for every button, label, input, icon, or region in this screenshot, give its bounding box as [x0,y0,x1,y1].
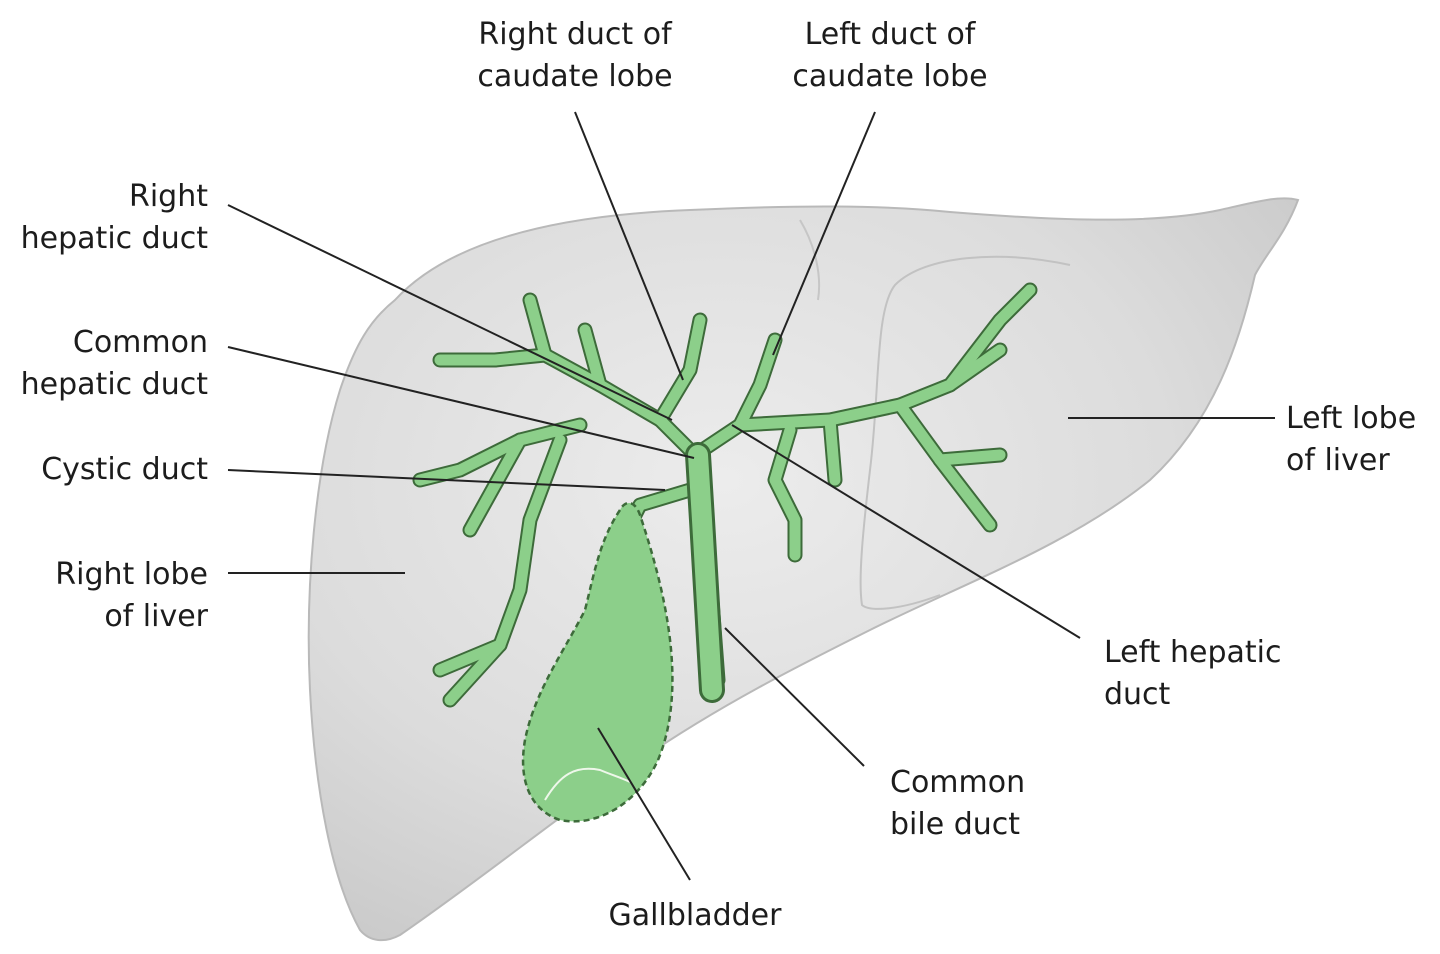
label-line: Right lobe [55,557,208,592]
label-line: Right [129,179,208,214]
label-line: duct [1104,677,1171,712]
label-line: Left hepatic [1104,635,1282,670]
label-line: of liver [1286,443,1390,478]
label-common-bile-duct: Common bile duct [890,762,1090,846]
label-left-duct-caudate: Left duct of caudate lobe [775,14,1005,98]
label-line: caudate lobe [792,59,988,94]
label-line: of liver [104,599,208,634]
label-right-lobe: Right lobe of liver [0,554,208,638]
gallbladder-fundus-highlight [544,767,631,801]
label-line: Cystic duct [41,452,208,487]
label-line: bile duct [890,807,1021,842]
label-line: Common [890,765,1026,800]
liver-outline [307,197,1300,942]
leader-lines [227,111,1275,881]
label-right-hepatic-duct: Right hepatic duct [0,176,208,260]
label-line: caudate lobe [477,59,673,94]
label-line: Left duct of [804,17,976,52]
label-left-lobe: Left lobe of liver [1286,398,1436,482]
label-line: Left lobe [1286,401,1417,436]
label-line: hepatic duct [20,367,208,402]
label-line: Right duct of [478,17,672,52]
label-gallbladder: Gallbladder [590,895,800,937]
label-line: hepatic duct [20,221,208,256]
label-left-hepatic-duct: Left hepatic duct [1104,632,1334,716]
lobe-boundary [859,255,1071,610]
bile-duct-tree [412,282,1038,708]
label-line: Common [72,325,208,360]
label-line: Gallbladder [608,898,782,933]
lobe-boundary-upper [799,219,821,301]
label-common-hepatic-duct: Common hepatic duct [0,322,208,406]
gallbladder-shape [521,501,674,823]
label-right-duct-caudate: Right duct of caudate lobe [450,14,700,98]
label-cystic-duct: Cystic duct [0,449,208,491]
